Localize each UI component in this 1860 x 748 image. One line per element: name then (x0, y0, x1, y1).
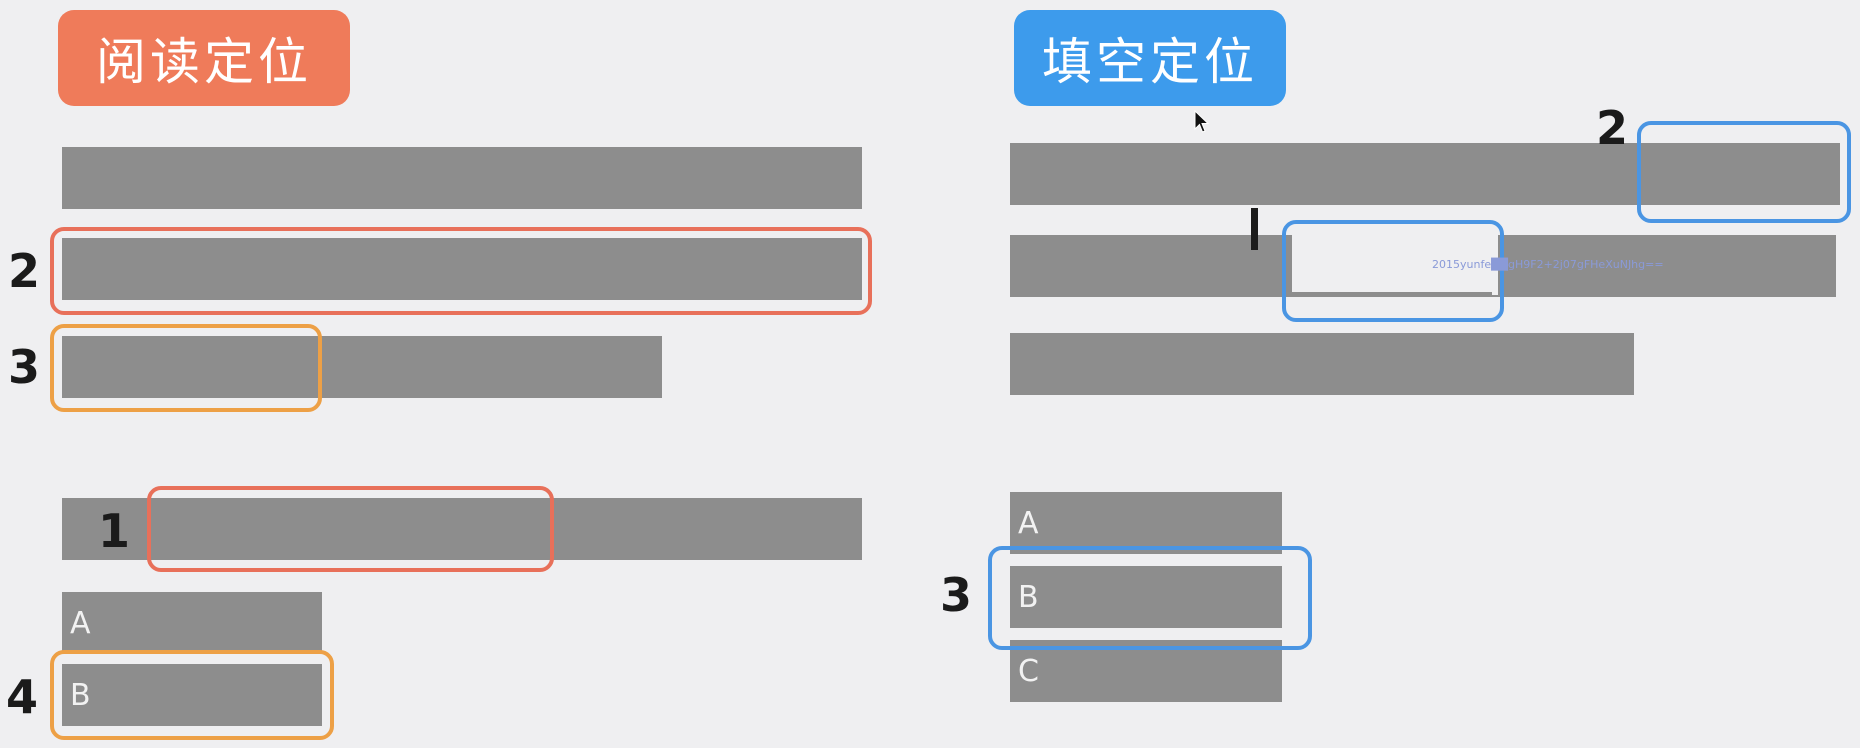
blank-gap (1292, 227, 1498, 295)
answer-segment-highlight (50, 324, 322, 412)
step-number-1 (1251, 208, 1258, 250)
text-line-bar (62, 147, 862, 209)
step-number-2: 2 (1596, 101, 1629, 155)
keyword-highlight (1637, 121, 1851, 223)
step-number-3: 3 (8, 340, 41, 394)
cursor-arrow-icon (1194, 110, 1210, 133)
step-number-2: 2 (8, 244, 41, 298)
step-number-3: 3 (940, 568, 973, 622)
watermark-text: 2015yunfe██gH9F2+2j07gFHeXuNJhg== (1432, 258, 1664, 271)
option-a-bar: A (1010, 492, 1282, 554)
option-b-highlight (50, 650, 334, 740)
blank-location-title: 填空定位 (1014, 10, 1286, 106)
blank-highlight (1282, 220, 1504, 322)
text-line-bar (62, 336, 662, 398)
option-b-highlight (988, 546, 1312, 650)
option-c-bar: C (1010, 640, 1282, 702)
step-number-1: 1 (98, 504, 131, 558)
option-a-bar: A (62, 592, 322, 654)
text-line-bar (62, 238, 862, 300)
option-b-bar: B (1010, 566, 1282, 628)
blank-underline (1292, 292, 1492, 296)
question-stem-bar (62, 498, 862, 560)
text-line-bar (1010, 143, 1840, 205)
reading-location-title: 阅读定位 (58, 10, 350, 106)
step-number-4: 4 (6, 670, 39, 724)
stem-keyword-highlight (147, 486, 554, 572)
located-sentence-highlight (50, 227, 872, 315)
option-b-bar: B (62, 664, 322, 726)
text-line-bar (1010, 333, 1634, 395)
